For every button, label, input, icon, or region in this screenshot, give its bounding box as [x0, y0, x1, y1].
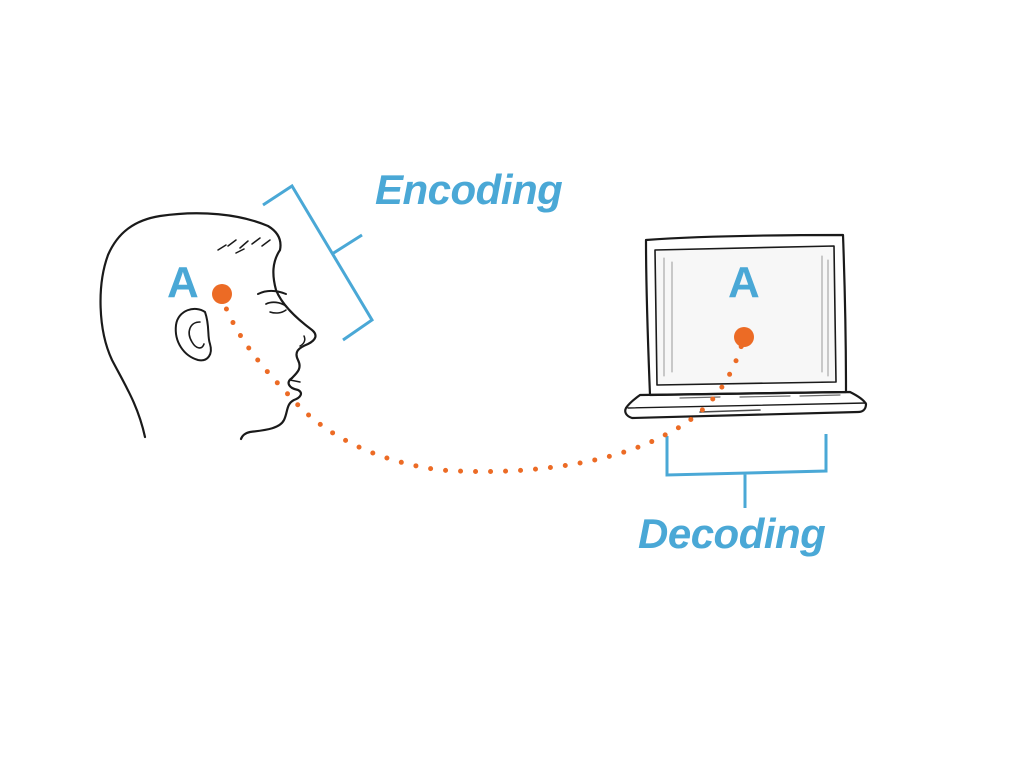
speaker-concept-letter: A [167, 258, 199, 307]
laptop-icon [624, 233, 868, 420]
speaker-concept-dot [212, 284, 232, 304]
human-head-profile-icon [99, 212, 317, 441]
computer-concept-dot [734, 327, 754, 347]
signal-dotted-path [218, 292, 747, 475]
decoding-label: Decoding [638, 510, 826, 557]
decoding-bracket [665, 434, 828, 508]
encoding-bracket [262, 183, 375, 342]
computer-concept-letter: A [728, 258, 760, 307]
encoding-label: Encoding [375, 166, 563, 213]
